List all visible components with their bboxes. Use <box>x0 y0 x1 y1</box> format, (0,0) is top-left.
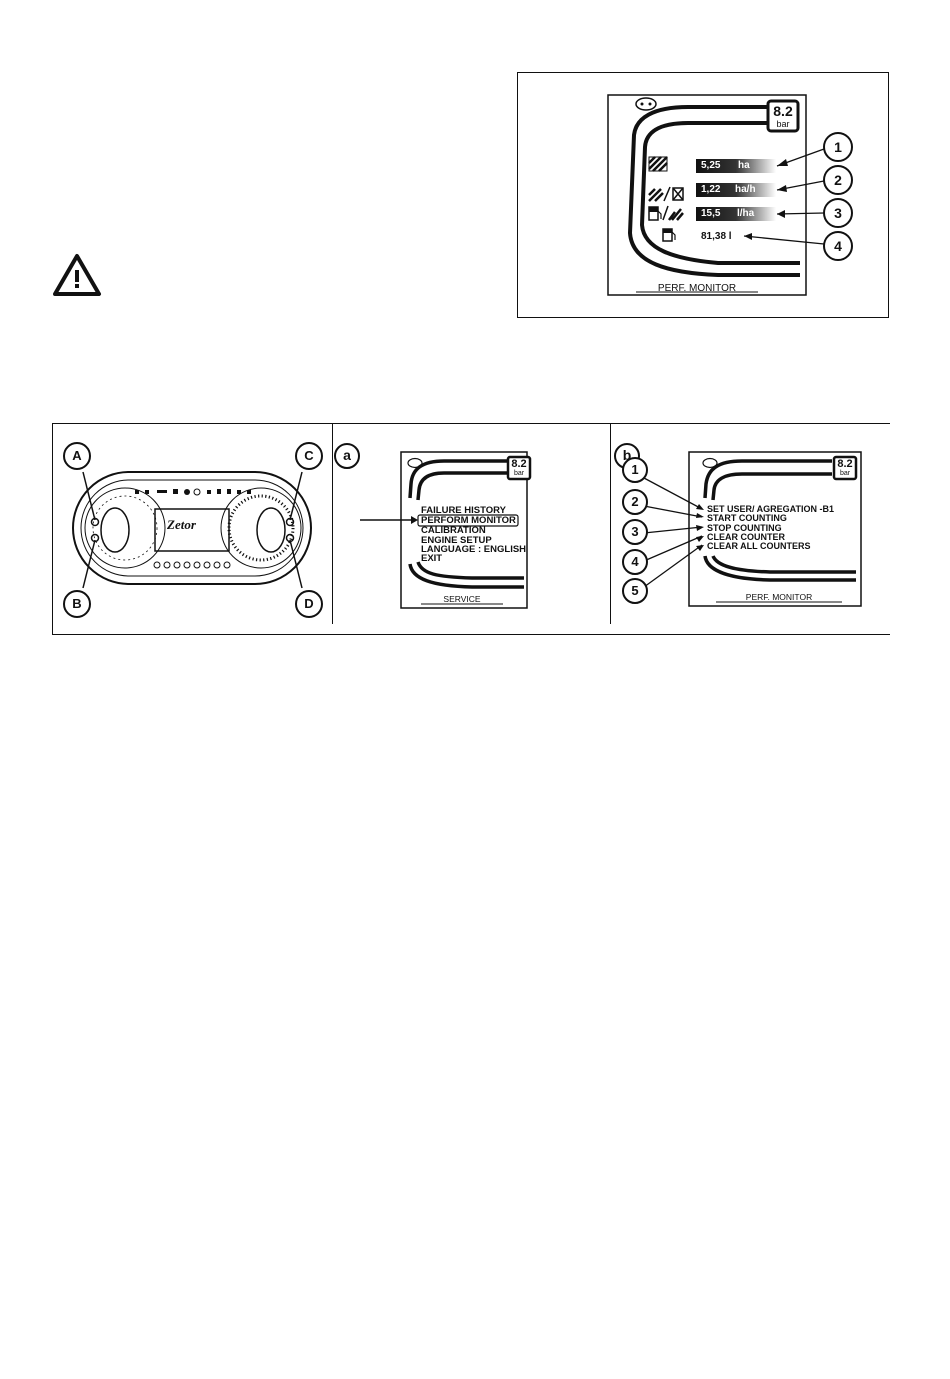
callout-b-1: 1 <box>623 462 647 477</box>
button-label-c: C <box>296 448 322 463</box>
unit-rate: ha/h <box>735 184 756 195</box>
callout-b-5: 5 <box>623 583 647 598</box>
button-label-d: D <box>296 596 322 611</box>
callout-2: 2 <box>824 172 852 188</box>
perf-menu-footer: PERF. MONITOR <box>716 592 842 602</box>
unit-area: ha <box>738 160 750 171</box>
perf-monitor-figure: 8.2 bar 5,25 ha 1,22 ha/h 15,5 l/ha 81,3… <box>517 72 889 318</box>
warning-icon <box>52 253 102 297</box>
callout-3: 3 <box>824 205 852 221</box>
fuel-icon <box>663 229 675 241</box>
value-fuel: 81,38 l <box>701 231 732 242</box>
panel-label-b: b <box>616 447 638 463</box>
menu-item-exit[interactable]: EXIT <box>421 554 442 564</box>
dashboard-brand-logo: Zetor <box>167 517 196 533</box>
callout-4: 4 <box>824 238 852 254</box>
area-icon <box>649 157 667 171</box>
callout-b-3: 3 <box>623 524 647 539</box>
button-label-a: A <box>64 448 90 463</box>
service-footer: SERVICE <box>421 594 503 604</box>
button-label-b: B <box>64 596 90 611</box>
menu-item-start-counting[interactable]: START COUNTING <box>707 513 787 523</box>
callout-1: 1 <box>824 139 852 155</box>
controls-figure: Zetor A B C D a 8.2 bar FAILURE HISTORY … <box>52 423 890 635</box>
perf-pressure-value: 8.2 <box>834 458 856 470</box>
unit-consumption: l/ha <box>737 208 754 219</box>
value-consumption: 15,5 <box>701 208 720 219</box>
screen-footer: PERF. MONITOR <box>636 283 758 294</box>
area-per-time-icon <box>649 187 683 201</box>
panel-label-a: a <box>336 447 358 463</box>
value-area: 5,25 <box>701 160 720 171</box>
callout-b-4: 4 <box>623 554 647 569</box>
fuel-per-area-icon <box>649 206 683 220</box>
service-pressure-value: 8.2 <box>508 458 530 470</box>
pressure-value: 8.2 <box>768 103 798 119</box>
value-rate: 1,22 <box>701 184 720 195</box>
perf-pressure-unit: bar <box>834 470 856 477</box>
menu-item-clear-all-counters[interactable]: CLEAR ALL COUNTERS <box>707 541 811 551</box>
pressure-unit: bar <box>768 119 798 129</box>
callout-b-2: 2 <box>623 494 647 509</box>
service-pressure-unit: bar <box>508 470 530 477</box>
